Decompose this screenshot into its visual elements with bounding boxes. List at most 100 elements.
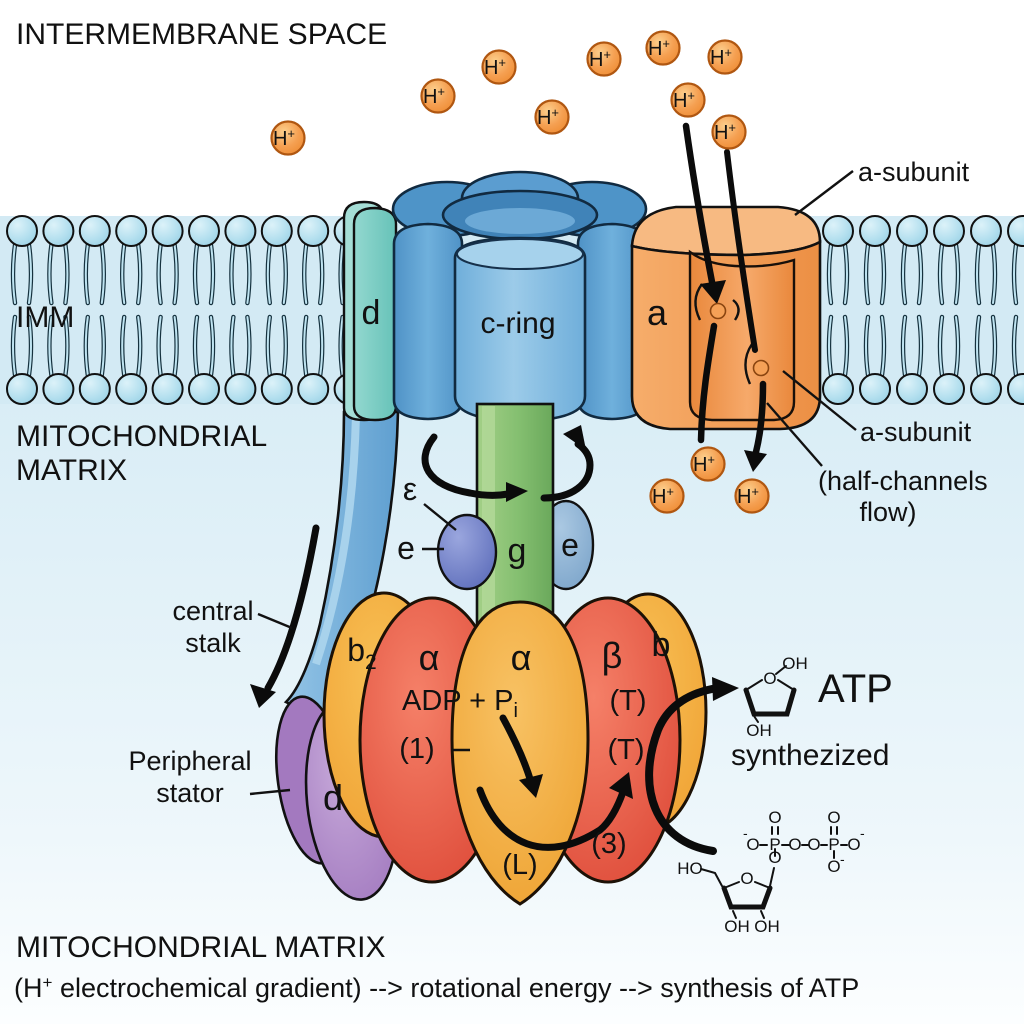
svg-text:H+: H+	[652, 484, 674, 508]
svg-text:O: O	[768, 848, 781, 867]
c-ring-shape	[391, 170, 648, 423]
stator-flow-arrowhead	[250, 684, 276, 708]
svg-text:H+: H+	[589, 47, 611, 71]
lipid	[822, 215, 854, 306]
label-half-channels-1: (half-channels	[818, 466, 988, 496]
lipid	[115, 215, 148, 306]
label-central-stalk-2: stalk	[185, 628, 241, 658]
hplus-ion: H+	[586, 41, 622, 77]
lipid	[970, 314, 1002, 405]
label-imm: IMM	[16, 301, 74, 334]
label-alpha-left: α	[419, 637, 440, 678]
proton-flow-arrows	[682, 122, 770, 472]
atp-ribose-structure: OH O OH	[743, 654, 808, 740]
lipid	[6, 314, 38, 405]
lipid	[896, 215, 928, 306]
lipid	[224, 314, 257, 405]
hplus-ion: H+	[270, 120, 306, 156]
lipid	[933, 215, 965, 306]
d-subunit-membrane-shape	[342, 200, 398, 422]
label-matrix-upper-1: MITOCHONDRIAL	[16, 420, 267, 453]
stator-flow-arrow	[264, 524, 320, 692]
label-alpha-center: α	[511, 637, 532, 678]
svg-text:H+: H+	[714, 120, 736, 144]
svg-text:H+: H+	[273, 126, 295, 150]
svg-text:O: O	[807, 835, 820, 854]
epsilon-pointer	[423, 503, 457, 531]
lipid	[1007, 314, 1024, 405]
b2-stalk-highlight	[312, 413, 360, 666]
label-matrix-upper-2: MATRIX	[16, 454, 127, 487]
svg-text:-: -	[840, 851, 845, 867]
lipid	[822, 314, 854, 405]
peripheral-stator-pointer	[249, 788, 291, 796]
lipid	[151, 314, 184, 405]
atp-synthesis-arrow	[645, 677, 739, 855]
label-beta: β	[602, 635, 623, 676]
label-e-left: e	[397, 530, 415, 566]
svg-text:H+: H+	[710, 45, 732, 69]
hplus-ion: H+	[420, 78, 456, 114]
label-synthesized: synthezized	[731, 739, 889, 772]
label-atp: ATP	[818, 667, 893, 711]
svg-text:H+: H+	[648, 36, 670, 60]
catalysis-arrows	[452, 714, 633, 851]
label-e-right: e	[561, 527, 579, 563]
svg-text:P: P	[769, 835, 780, 854]
hplus-ion: H+	[711, 114, 747, 150]
hplus-ion: H+	[481, 49, 517, 85]
svg-text:OH: OH	[782, 654, 808, 673]
label-peripheral-1: Peripheral	[128, 746, 251, 776]
label-central-stalk-1: central	[172, 596, 253, 626]
label-site-L: (L)	[502, 849, 537, 881]
lipid	[42, 314, 75, 405]
label-g-letter: g	[508, 532, 527, 570]
a-subunit-top-pointer	[794, 170, 854, 216]
label-site-3: (3)	[591, 828, 626, 860]
epsilon-subunit-shape	[436, 513, 498, 591]
label-a-letter: a	[647, 292, 668, 333]
svg-text:O: O	[763, 669, 776, 688]
svg-text:-: -	[743, 825, 748, 841]
label-site-T-upper: (T)	[609, 685, 646, 717]
lipid	[42, 215, 75, 306]
label-b: b	[652, 626, 671, 664]
svg-text:H+: H+	[537, 105, 559, 129]
svg-text:O: O	[768, 808, 781, 827]
a-subunit-lower-pointer	[782, 370, 857, 431]
lipid	[260, 314, 293, 405]
proton-ions: H+H+H+H+H+H+H+H+H+H+H+H+	[270, 30, 770, 514]
lipid	[933, 314, 965, 405]
svg-text:O: O	[847, 835, 860, 854]
half-channel-pointer	[766, 402, 823, 467]
label-d-membrane: d	[362, 294, 381, 332]
svg-text:P: P	[828, 835, 839, 854]
lipid	[260, 215, 293, 306]
svg-text:H+: H+	[737, 484, 759, 508]
svg-text:OH: OH	[754, 917, 780, 936]
label-epsilon: ε	[403, 471, 417, 507]
hplus-ion: H+	[707, 39, 743, 75]
svg-text:O: O	[740, 869, 753, 888]
label-adp-pi: ADP + Pi	[402, 685, 518, 722]
svg-text:H+: H+	[423, 84, 445, 108]
lipid	[6, 215, 38, 306]
lipid	[859, 215, 891, 306]
label-half-channels-2: flow)	[859, 497, 916, 527]
svg-text:OH: OH	[746, 721, 772, 740]
lipid	[188, 314, 220, 405]
svg-text:OH: OH	[724, 917, 750, 936]
label-a-subunit-lower: a-subunit	[860, 417, 972, 447]
lipid	[115, 314, 148, 405]
label-d-stator: d	[323, 777, 343, 818]
label-c-ring: c-ring	[480, 307, 555, 340]
f1-head-shape	[322, 591, 708, 906]
label-site-T-lower: (T)	[607, 734, 644, 766]
label-site-1: (1)	[399, 733, 434, 765]
svg-text:H+: H+	[693, 452, 715, 476]
label-a-subunit-top: a-subunit	[858, 157, 970, 187]
lipid	[78, 215, 111, 306]
hplus-ion: H+	[645, 30, 681, 66]
